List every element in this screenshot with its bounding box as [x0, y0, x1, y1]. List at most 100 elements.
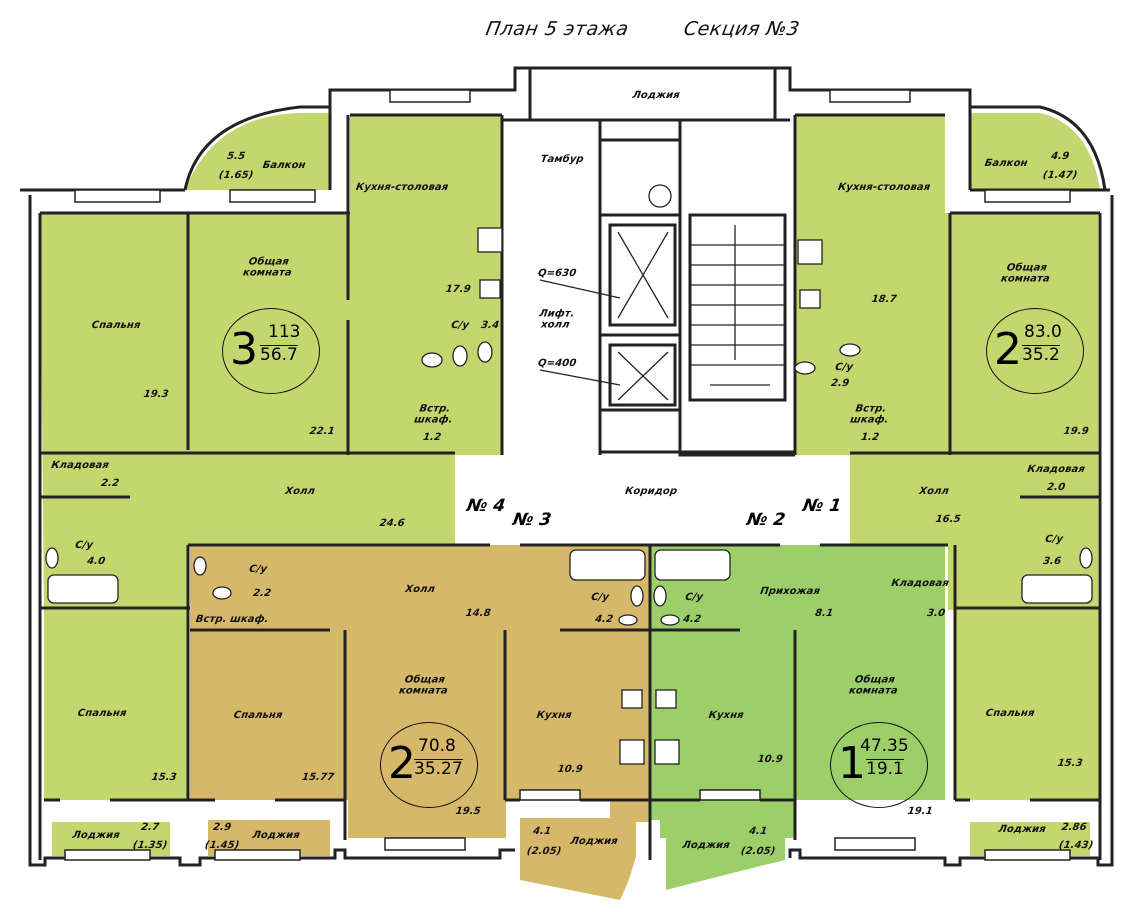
stove — [477, 227, 503, 253]
bath-right-area: 2.9 — [830, 377, 850, 389]
label-living-left: Общая комната — [242, 256, 293, 279]
kitchen-mid-area: 10.9 — [556, 763, 584, 775]
windows — [64, 89, 1071, 861]
balcony-right-arc — [970, 105, 1107, 191]
hallway-apt1-area: 8.1 — [814, 607, 834, 619]
bedroom-right-area: 15.3 — [1056, 757, 1084, 769]
loggia2-mid-area-red: (2.05) — [526, 845, 563, 857]
sink — [799, 289, 821, 309]
bedroom-mid-area: 15.77 — [301, 771, 335, 783]
stairs-box — [688, 213, 787, 402]
room-fills — [40, 113, 1100, 900]
tub — [654, 549, 731, 581]
apt2r-living: 35.2 — [1022, 345, 1060, 365]
bath2-mid-area: 4.2 — [594, 613, 614, 625]
stove — [619, 739, 645, 765]
sink — [421, 352, 443, 368]
label-balcony-left: Балкон — [261, 159, 307, 171]
label-bath-mid: С/у — [248, 563, 268, 575]
bath2-left-area: 4.0 — [86, 555, 106, 567]
loggia2-mid-area: 4.1 — [532, 825, 552, 837]
sink — [618, 614, 638, 626]
label-hall-mid: Холл — [404, 583, 436, 595]
label-living-mid: Общая комната — [398, 674, 449, 697]
apt2r-rooms: 2 — [994, 324, 1022, 375]
toilet — [1079, 547, 1093, 569]
loggia-right-area: 2.86 — [1060, 821, 1088, 833]
toilet — [477, 341, 493, 363]
apt1-badge — [830, 722, 928, 808]
fill-apt2b-loggia2 — [520, 818, 636, 900]
sink — [839, 343, 861, 357]
balcony-left-arc — [183, 105, 330, 191]
balcony-left-area: 5.5 — [226, 150, 246, 162]
apt3-total: 113 — [268, 322, 301, 342]
sink — [660, 614, 680, 626]
loggia-apt1-area-red: (2.05) — [740, 845, 777, 857]
loggia-top — [515, 66, 790, 122]
label-loggia-left: Лоджия — [71, 829, 121, 841]
loggia-mid-area: 2.9 — [212, 821, 232, 833]
fill-apt2b — [190, 545, 650, 838]
section-number-2: № 2 — [745, 510, 787, 530]
label-wardrobe-left: Встр. шкаф. — [413, 403, 454, 426]
toilet — [193, 556, 207, 576]
label-living-right: Общая комната — [1000, 262, 1051, 285]
lift-shafts — [608, 223, 677, 407]
wall-v1 — [38, 115, 350, 860]
toilet — [452, 345, 468, 367]
label-kitchen-apt1: Кухня — [707, 709, 745, 721]
section-number-1: № 1 — [801, 496, 843, 516]
bedroom2-left-area: 15.3 — [150, 771, 178, 783]
kitchen-left-area: 17.9 — [444, 283, 472, 295]
kitchen-right-area: 18.7 — [870, 293, 898, 305]
apt1-rooms: 1 — [838, 738, 866, 789]
label-bath-right: С/у — [834, 361, 854, 373]
stove — [797, 239, 823, 265]
toilet — [794, 361, 816, 375]
loggia-mid-area-red: (1.45) — [204, 839, 241, 851]
label-living-apt1: Общая комната — [848, 674, 899, 697]
hall-left-area: 24.6 — [378, 517, 406, 529]
label-kitchen-right: Кухня-столовая — [837, 181, 932, 193]
apt3-rooms: 3 — [230, 324, 258, 375]
apt2r-total: 83.0 — [1024, 322, 1062, 342]
label-loggia-apt1: Лоджия — [681, 839, 731, 851]
outer-wall-top-right — [788, 195, 1114, 867]
label-loggia2-mid: Лоджия — [569, 835, 619, 847]
wall-h4 — [40, 606, 1100, 632]
building-top — [20, 66, 1110, 192]
living-right-area: 19.9 — [1062, 425, 1090, 437]
bath-left-area: 3.4 — [480, 319, 500, 331]
label-wardrobe-mid: Встр. шкаф. — [194, 613, 270, 625]
fill-apt2r-bottom-bedroom — [955, 610, 1100, 800]
sink — [655, 689, 677, 709]
bath-apt1-area: 4.2 — [682, 613, 702, 625]
label-bedroom2-left: Спальня — [76, 707, 128, 719]
label-wardrobe-right: Встр. шкаф. — [849, 403, 890, 426]
label-bath-left: С/у — [450, 319, 470, 331]
label-bath2-mid: С/у — [590, 591, 610, 603]
section-title: Секция №3 — [682, 18, 802, 40]
label-lift-hall: Лифт. холл — [538, 308, 576, 331]
loggia-left-area-red: (1.35) — [132, 839, 169, 851]
bath2-right-area: 3.6 — [1042, 555, 1062, 567]
apt2b-badge — [380, 722, 478, 808]
label-hall-right: Холл — [918, 485, 950, 497]
label-hallway-apt1: Прихожая — [759, 585, 821, 597]
storage-left-area: 2.2 — [100, 477, 120, 489]
lift-crosses — [539, 225, 785, 401]
wall-h1 — [40, 113, 1100, 215]
bath-mid-area: 2.2 — [252, 587, 272, 599]
wall-v3 — [186, 545, 957, 860]
label-corridor: Коридор — [624, 485, 678, 497]
apt1-total: 47.35 — [860, 736, 909, 756]
label-storage-left: Кладовая — [50, 459, 110, 471]
hall-right-area: 16.5 — [934, 513, 962, 525]
apt2b-total: 70.8 — [418, 736, 456, 756]
walls — [20, 66, 1114, 867]
living-left-area: 22.1 — [308, 425, 336, 437]
floor-title: План 5 этажа — [484, 18, 631, 40]
apt1-living: 19.1 — [866, 759, 904, 779]
